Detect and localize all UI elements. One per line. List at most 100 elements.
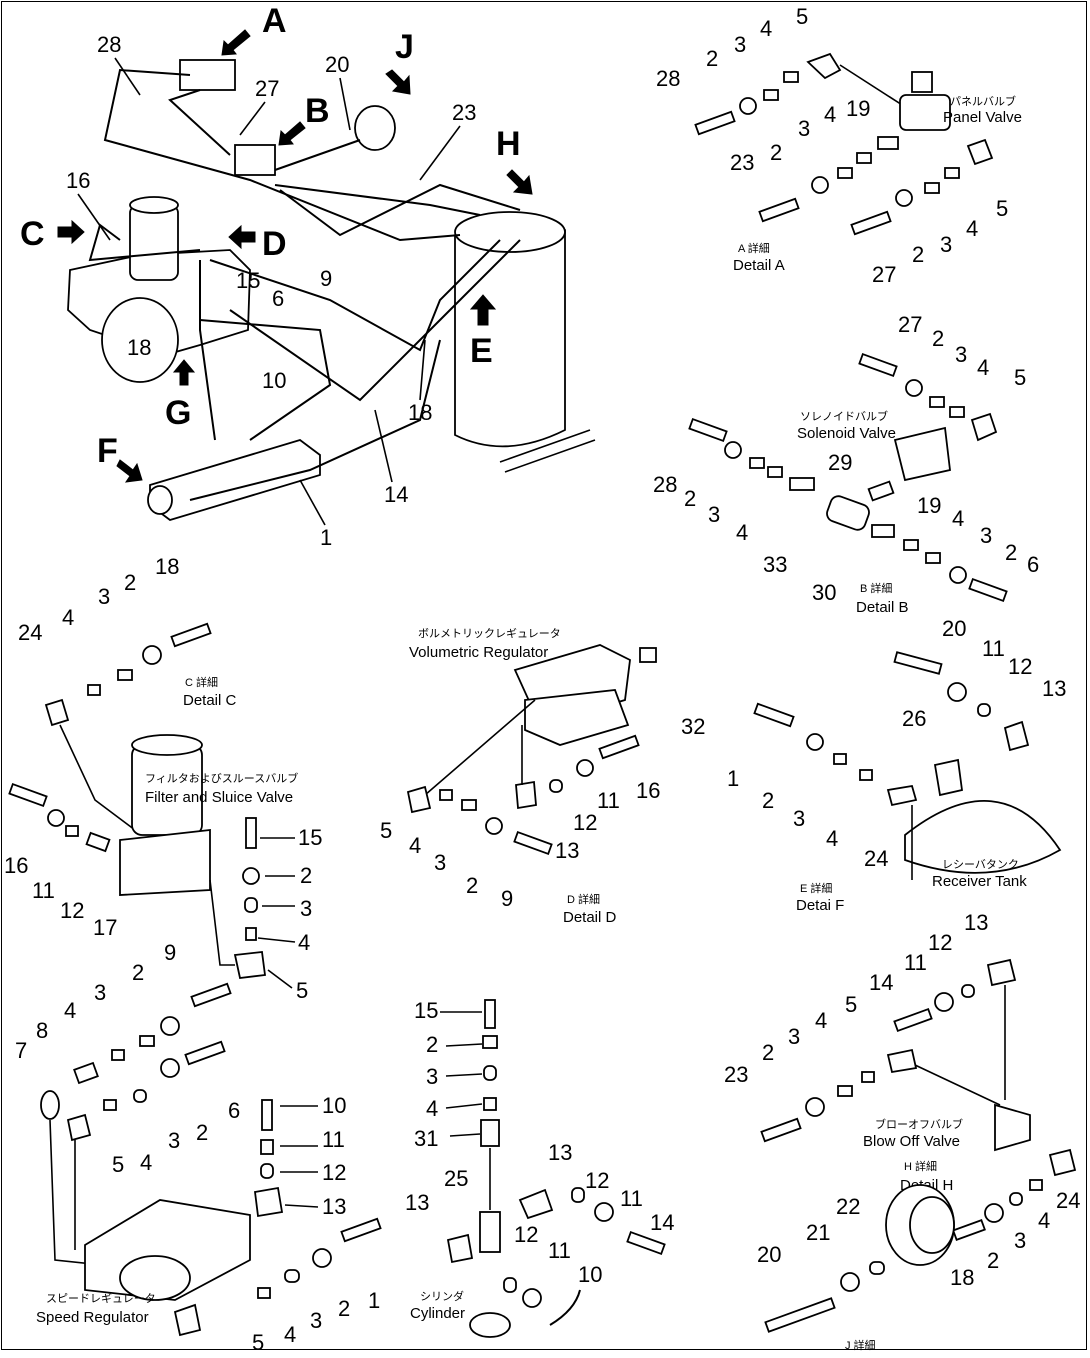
d-num-2: 2 bbox=[466, 873, 478, 898]
g-num-12: 12 bbox=[585, 1168, 609, 1193]
e-num-26: 26 bbox=[902, 706, 926, 731]
callout-14: 14 bbox=[384, 482, 408, 507]
receiver-tank-part bbox=[904, 800, 1062, 874]
f-connector-8 bbox=[73, 1061, 99, 1085]
b-num-6: 6 bbox=[1027, 552, 1039, 577]
detail-c: 24 4 3 2 18 16 11 12 17 15 2 3 4 5 C 詳細 … bbox=[4, 554, 322, 1003]
arrow-c-icon bbox=[57, 219, 85, 245]
g-num-10: 10 bbox=[578, 1262, 602, 1287]
j-nut-21 bbox=[840, 1272, 860, 1292]
b-num-4: 4 bbox=[977, 355, 989, 380]
d-caption-jp: D 詳細 bbox=[567, 892, 600, 906]
receiver-tank-top bbox=[454, 211, 566, 253]
c-link bbox=[59, 724, 136, 831]
gauge-face bbox=[909, 1196, 955, 1254]
h-tee-5 bbox=[886, 1048, 918, 1074]
h-elbow-24 bbox=[1048, 1148, 1077, 1177]
pipe-16 bbox=[88, 223, 201, 262]
h-num-13: 13 bbox=[964, 910, 988, 935]
c-pipe-16 bbox=[8, 782, 48, 808]
g-num-13: 13 bbox=[548, 1140, 572, 1165]
b-num-29: 29 bbox=[828, 450, 852, 475]
f-num-12: 12 bbox=[322, 1160, 346, 1185]
f-plug-7 bbox=[40, 1090, 60, 1120]
e-num-11: 11 bbox=[982, 636, 1005, 661]
callout-23: 23 bbox=[452, 100, 476, 125]
callout-18: 18 bbox=[127, 335, 151, 360]
callout-10: 10 bbox=[262, 368, 286, 393]
sleeve-3c bbox=[924, 182, 940, 194]
sluice-valve-base bbox=[119, 828, 211, 896]
c-num-2: 2 bbox=[124, 570, 136, 595]
h-num-3b: 3 bbox=[1014, 1228, 1026, 1253]
detail-j: 22 21 20 J 詳細 bbox=[757, 1184, 955, 1352]
detail-f: 9 2 3 4 8 7 5 4 3 2 6 10 11 12 13 1 2 3 … bbox=[15, 940, 382, 1355]
h-nut-2b bbox=[984, 1203, 1004, 1223]
e-elbow-13 bbox=[1003, 720, 1030, 752]
e-caption: Detai F bbox=[796, 897, 844, 914]
d-ring-12 bbox=[549, 779, 563, 793]
d-tee-13 bbox=[515, 780, 537, 810]
pipe-1 bbox=[189, 339, 441, 501]
arrow-f-icon bbox=[116, 459, 143, 483]
leader-line bbox=[839, 64, 911, 111]
h-pipe-23 bbox=[760, 1117, 802, 1143]
b-sleeve-3b bbox=[749, 457, 765, 469]
arrow-label-c: C bbox=[20, 215, 45, 253]
nut-2b bbox=[811, 176, 829, 194]
a-caption: Detail A bbox=[733, 257, 785, 274]
h-component-jp: ブローオフバルブ bbox=[875, 1117, 963, 1131]
c-nut-2 bbox=[142, 645, 162, 665]
c-elbow-24 bbox=[44, 698, 70, 727]
g-num-25: 25 bbox=[444, 1166, 468, 1191]
b-component-jp: ソレノイドバルブ bbox=[800, 409, 888, 423]
h-links bbox=[914, 985, 1006, 1106]
d-nut-11 bbox=[576, 759, 594, 777]
c-insert-4 bbox=[87, 684, 101, 696]
e-num-3: 3 bbox=[793, 806, 805, 831]
e-num-4: 4 bbox=[826, 826, 838, 851]
f-elbow-5 bbox=[66, 1113, 92, 1142]
a-num-28: 28 bbox=[656, 66, 680, 91]
e-nut-11 bbox=[947, 682, 967, 702]
h-sleeve-3b bbox=[1009, 1192, 1023, 1206]
d-sleeve-3 bbox=[461, 799, 477, 811]
f-sleeve-3b bbox=[133, 1089, 147, 1103]
detail-h: 13 12 11 14 5 4 3 2 23 24 4 3 2 18 ブローオフ… bbox=[724, 910, 1080, 1290]
j-num-21: 21 bbox=[806, 1220, 830, 1245]
b-connector-19 bbox=[871, 524, 895, 538]
f-pipe-10 bbox=[261, 1099, 273, 1131]
c-sleeve-3b bbox=[244, 897, 258, 913]
callout-20: 20 bbox=[325, 52, 349, 77]
h-num-11: 11 bbox=[904, 950, 927, 975]
b-connector-29 bbox=[867, 480, 895, 502]
cylinder-end bbox=[147, 485, 173, 515]
b-insert-4c bbox=[903, 539, 919, 551]
c-num-3b: 3 bbox=[300, 896, 312, 921]
b-num-4c: 4 bbox=[952, 506, 964, 531]
b-num-30: 30 bbox=[812, 580, 836, 605]
f-num-2c: 2 bbox=[338, 1296, 350, 1321]
a-num-27: 27 bbox=[872, 262, 896, 287]
f-elbow-5b bbox=[173, 1303, 202, 1337]
leader-20 bbox=[339, 77, 351, 131]
g-pipe-15 bbox=[484, 999, 496, 1029]
h-nut-11 bbox=[934, 992, 954, 1012]
g-elbow-13 bbox=[518, 1188, 554, 1220]
b-pipe-27 bbox=[858, 352, 898, 378]
f-pipe-1 bbox=[340, 1217, 382, 1243]
e-nut-2 bbox=[806, 733, 824, 751]
c-num-11: 11 bbox=[32, 878, 55, 903]
d-num-32: 32 bbox=[681, 714, 705, 739]
tank-bracket bbox=[499, 429, 596, 473]
pipe-10 bbox=[199, 319, 332, 441]
d-num-12: 12 bbox=[573, 810, 597, 835]
j-caption-jp: J 詳細 bbox=[845, 1338, 876, 1352]
a-caption-jp: A 詳細 bbox=[738, 241, 770, 255]
b-num-19: 19 bbox=[917, 493, 941, 518]
e-tee-26 bbox=[933, 758, 964, 797]
h-num-2: 2 bbox=[762, 1040, 774, 1065]
elbow-5 bbox=[806, 52, 842, 80]
c-component-jp: フィルタおよびスルースバルブ bbox=[145, 771, 298, 785]
speed-regulator-cylinder bbox=[119, 1255, 191, 1301]
